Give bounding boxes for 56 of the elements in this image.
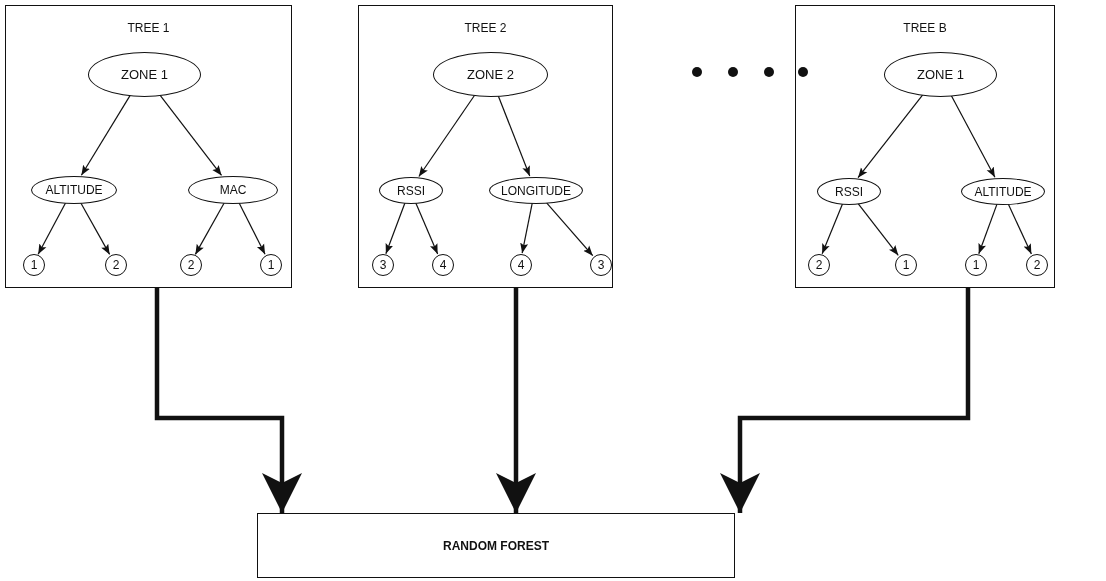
arrow [978, 203, 998, 255]
arrow [80, 202, 111, 255]
node-label: MAC [219, 184, 247, 196]
node-label: ZONE 1 [121, 68, 168, 81]
arrow [520, 202, 533, 254]
node-label: 2 [112, 259, 120, 271]
result-box [257, 513, 735, 578]
tree-title: TREE 1 [126, 21, 171, 35]
node-label: ZONE 2 [467, 68, 514, 81]
leaf-node-circle [260, 254, 282, 276]
node-label: 3 [597, 259, 605, 271]
node-label: 1 [30, 259, 38, 271]
node-label: 2 [815, 259, 823, 271]
node-label: 4 [517, 259, 525, 271]
leaf-node-circle [590, 254, 612, 276]
node-label: RSSI [397, 184, 425, 197]
node-label: ALTITUDE [45, 184, 103, 196]
leaf-node-circle [965, 254, 987, 276]
node-label: RANDOM FOREST [443, 539, 549, 552]
leaf-node-circle [808, 254, 830, 276]
arrow [497, 95, 531, 177]
node-label: 1 [902, 259, 910, 271]
node-label: 1 [972, 259, 980, 271]
arrow [385, 202, 406, 255]
arrow [154, 288, 302, 513]
arrow [415, 202, 439, 255]
tree-panel [358, 5, 613, 288]
leaf-node-circle [180, 254, 202, 276]
leaf-node-circle [1026, 254, 1048, 276]
arrow [238, 202, 266, 255]
arrow [545, 202, 594, 257]
leaf-node-circle [895, 254, 917, 276]
arrow [37, 202, 67, 255]
arrow [821, 203, 844, 255]
tree-panel [795, 5, 1055, 288]
node-label: ALTITUDE [974, 185, 1032, 198]
node-label: 2 [187, 259, 195, 271]
leaf-node-circle [510, 254, 532, 276]
node-label: LONGITUDE [501, 184, 571, 197]
node-label: RSSI [835, 185, 863, 198]
leaf-node-circle [432, 254, 454, 276]
tree-panel [5, 5, 292, 288]
tree-title: TREE B [902, 21, 948, 35]
arrow [496, 288, 536, 513]
arrow [1007, 203, 1032, 255]
leaf-node-circle [372, 254, 394, 276]
node-label: 1 [267, 259, 275, 271]
node-label: 4 [439, 259, 447, 271]
node-label: 3 [379, 259, 387, 271]
tree-title: TREE 2 [463, 21, 508, 35]
node-label: ZONE 1 [917, 68, 964, 81]
arrow [720, 288, 971, 513]
leaf-node-circle [23, 254, 45, 276]
arrow [194, 202, 225, 255]
leaf-node-circle [105, 254, 127, 276]
node-label: 2 [1033, 259, 1041, 271]
